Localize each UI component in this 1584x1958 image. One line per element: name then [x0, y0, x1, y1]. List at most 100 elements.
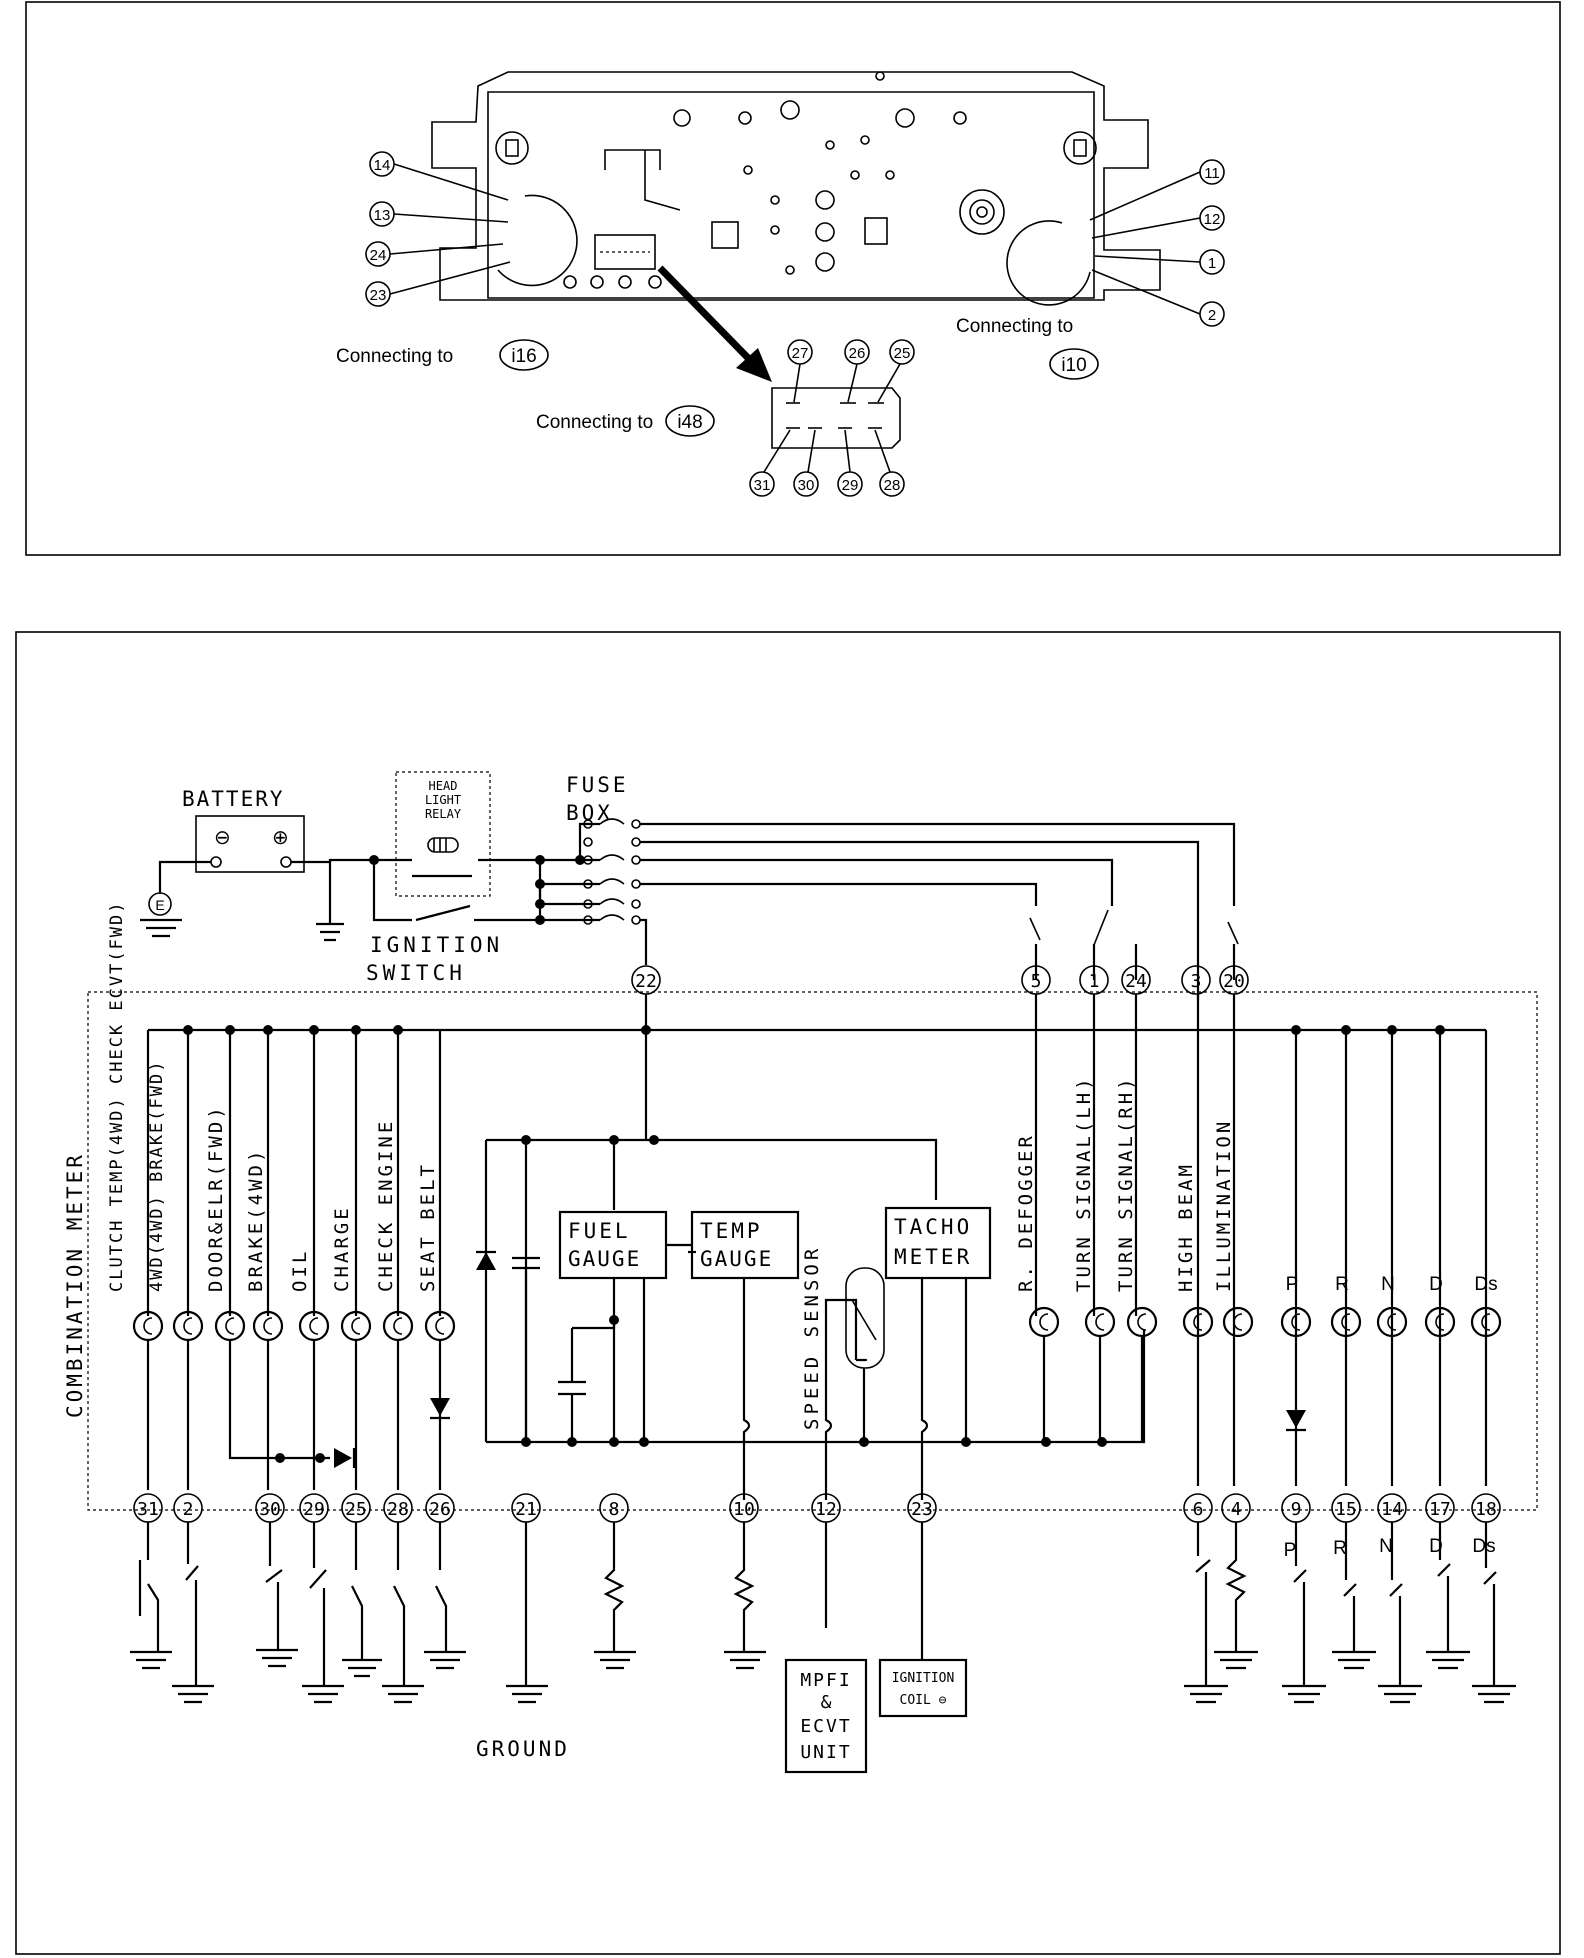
terminal-label: 5: [1031, 971, 1042, 992]
battery-symbol: ⊖ ⊕: [195, 815, 305, 873]
conn-i16-label: i16: [511, 346, 536, 367]
mpfi-label: UNIT: [800, 1742, 851, 1763]
shift-letter: R: [1333, 1538, 1347, 1559]
terminal-label: 1: [1089, 971, 1100, 992]
terminal-label: 30: [259, 1499, 281, 1520]
terminal-label: 10: [733, 1499, 755, 1520]
ignition-coil: IGNITION COIL ⊖: [878, 1658, 968, 1718]
temp-gauge-label: GAUGE: [700, 1247, 773, 1271]
terminal-label: 17: [1429, 1499, 1451, 1520]
lamp-symbol: [1424, 1306, 1456, 1338]
head-light-relay-label: HEAD: [429, 779, 458, 793]
fuse-box-label: FUSE: [566, 773, 629, 797]
lamp-symbol: [252, 1310, 284, 1342]
head-light-relay-label: RELAY: [425, 807, 462, 821]
shift-letter: Ds: [1474, 1274, 1497, 1295]
lamp-symbol: [340, 1310, 372, 1342]
terminal-label: 14: [1381, 1499, 1403, 1520]
connector-arrow: [657, 265, 772, 382]
mpfi-label: MPFI: [800, 1670, 851, 1691]
terminal-label: 23: [911, 1499, 933, 1520]
pin-callout: 14: [374, 157, 391, 174]
shift-letter: R: [1335, 1274, 1349, 1295]
battery-plus: ⊕: [272, 827, 289, 849]
shift-letters-top: P R N D Ds: [1286, 1274, 1498, 1295]
tacho-meter-label: METER: [894, 1245, 972, 1269]
fuel-gauge-label: GAUGE: [568, 1247, 641, 1271]
pin-callout: 31: [754, 477, 771, 494]
pin-callout: 24: [370, 247, 387, 264]
ignition-switch-label: IGNITION: [370, 933, 503, 957]
right-pin-callouts: 11 12 1 2: [1089, 159, 1225, 327]
speed-sensor-label: SPEED SENSOR: [801, 1245, 823, 1430]
meter-back-housing: [431, 71, 1161, 306]
head-light-relay-label: LIGHT: [425, 793, 461, 807]
tacho-meter: TACHO METER: [884, 1206, 992, 1280]
indicator-label: ILLUMINATION: [1213, 1119, 1235, 1292]
terminal-label: 20: [1223, 971, 1245, 992]
terminal-label: 26: [429, 1499, 451, 1520]
lamp-symbol: [1376, 1306, 1408, 1338]
pin-callout: 12: [1204, 211, 1221, 228]
terminal-label: 12: [815, 1499, 837, 1520]
external-switches-grounds: [130, 1522, 1516, 1704]
indicator-label: CLUTCH TEMP(4WD) CHECK ECVT(FWD): [107, 900, 127, 1292]
lamp-symbol: [1182, 1306, 1214, 1338]
lamp-symbol: [172, 1310, 204, 1342]
pin-callout: 28: [884, 477, 901, 494]
lamp-symbol: [1330, 1306, 1362, 1338]
relay-coil: [412, 837, 472, 878]
lamp-symbol: [1084, 1306, 1116, 1338]
mpfi-ecvt-unit: MPFI & ECVT UNIT: [784, 1658, 868, 1774]
battery-label: BATTERY: [182, 787, 285, 811]
lamp-symbol: [1470, 1306, 1502, 1338]
battery-minus: ⊖: [214, 827, 231, 849]
earth-letter: E: [155, 897, 164, 913]
terminal-label: 3: [1191, 971, 1202, 992]
conn-i10-label: i10: [1061, 355, 1086, 376]
indicator-label: DOOR&ELR(FWD): [205, 1104, 227, 1292]
pin-callout: 26: [849, 345, 866, 362]
fuel-gauge: FUEL GAUGE: [558, 1210, 668, 1280]
head-light-relay-box: [395, 771, 491, 897]
indicator-label: TURN SIGNAL(LH): [1073, 1075, 1095, 1292]
shift-letter: Ds: [1472, 1536, 1495, 1557]
shift-letters-bottom: P R N D Ds: [1284, 1536, 1496, 1561]
pin-callout: 11: [1204, 165, 1220, 182]
top-panel-frame: [25, 1, 1561, 556]
top-terminals: 22 5 1 24 3 20: [631, 965, 1249, 995]
fuel-gauge-label: FUEL: [568, 1219, 631, 1243]
lamp-symbol: [1028, 1306, 1060, 1338]
terminal-label: 2: [183, 1499, 194, 1520]
temp-gauge: TEMP GAUGE: [690, 1210, 800, 1280]
terminal-label: 9: [1291, 1499, 1302, 1520]
indicator-label: 4WD(4WD) BRAKE(FWD): [147, 1060, 167, 1292]
connecting-to-label: Connecting to: [336, 346, 453, 367]
terminal-label: 4: [1231, 1499, 1242, 1520]
conn-i10-oval: [1049, 348, 1099, 380]
pin-callout: 27: [792, 345, 809, 362]
right-indicator-labels: R. DEFOGGER TURN SIGNAL(LH) TURN SIGNAL(…: [1015, 1075, 1235, 1292]
fuse-box-label: BOX: [566, 801, 613, 825]
pin-callout: 25: [894, 345, 911, 362]
indicator-label: HIGH BEAM: [1175, 1162, 1197, 1292]
lamp-symbol: [1222, 1306, 1254, 1338]
indicator-label: SEAT BELT: [417, 1162, 439, 1292]
terminal-label: 8: [609, 1499, 620, 1520]
bottom-terminals: 31 2 30 29 25 28 26 21 8 10 12 23 6 4 9 …: [133, 1493, 1501, 1523]
terminal-label: 6: [1193, 1499, 1204, 1520]
ignition-coil-label: IGNITION: [892, 1671, 955, 1686]
ground-label: GROUND: [476, 1737, 570, 1761]
pin-callout: 1: [1208, 255, 1216, 272]
connecting-to-label: Connecting to: [956, 316, 1073, 337]
terminal-label: 21: [515, 1499, 537, 1520]
indicator-label: CHARGE: [331, 1205, 353, 1292]
terminal-label: 18: [1475, 1499, 1497, 1520]
conn-i48-oval: [665, 405, 715, 437]
shift-letter: N: [1381, 1274, 1395, 1295]
mpfi-label: &: [821, 1692, 832, 1713]
i48-connector: [771, 387, 901, 449]
combination-meter-label: COMBINATION METER: [63, 1152, 87, 1418]
shift-letter: N: [1379, 1536, 1393, 1557]
